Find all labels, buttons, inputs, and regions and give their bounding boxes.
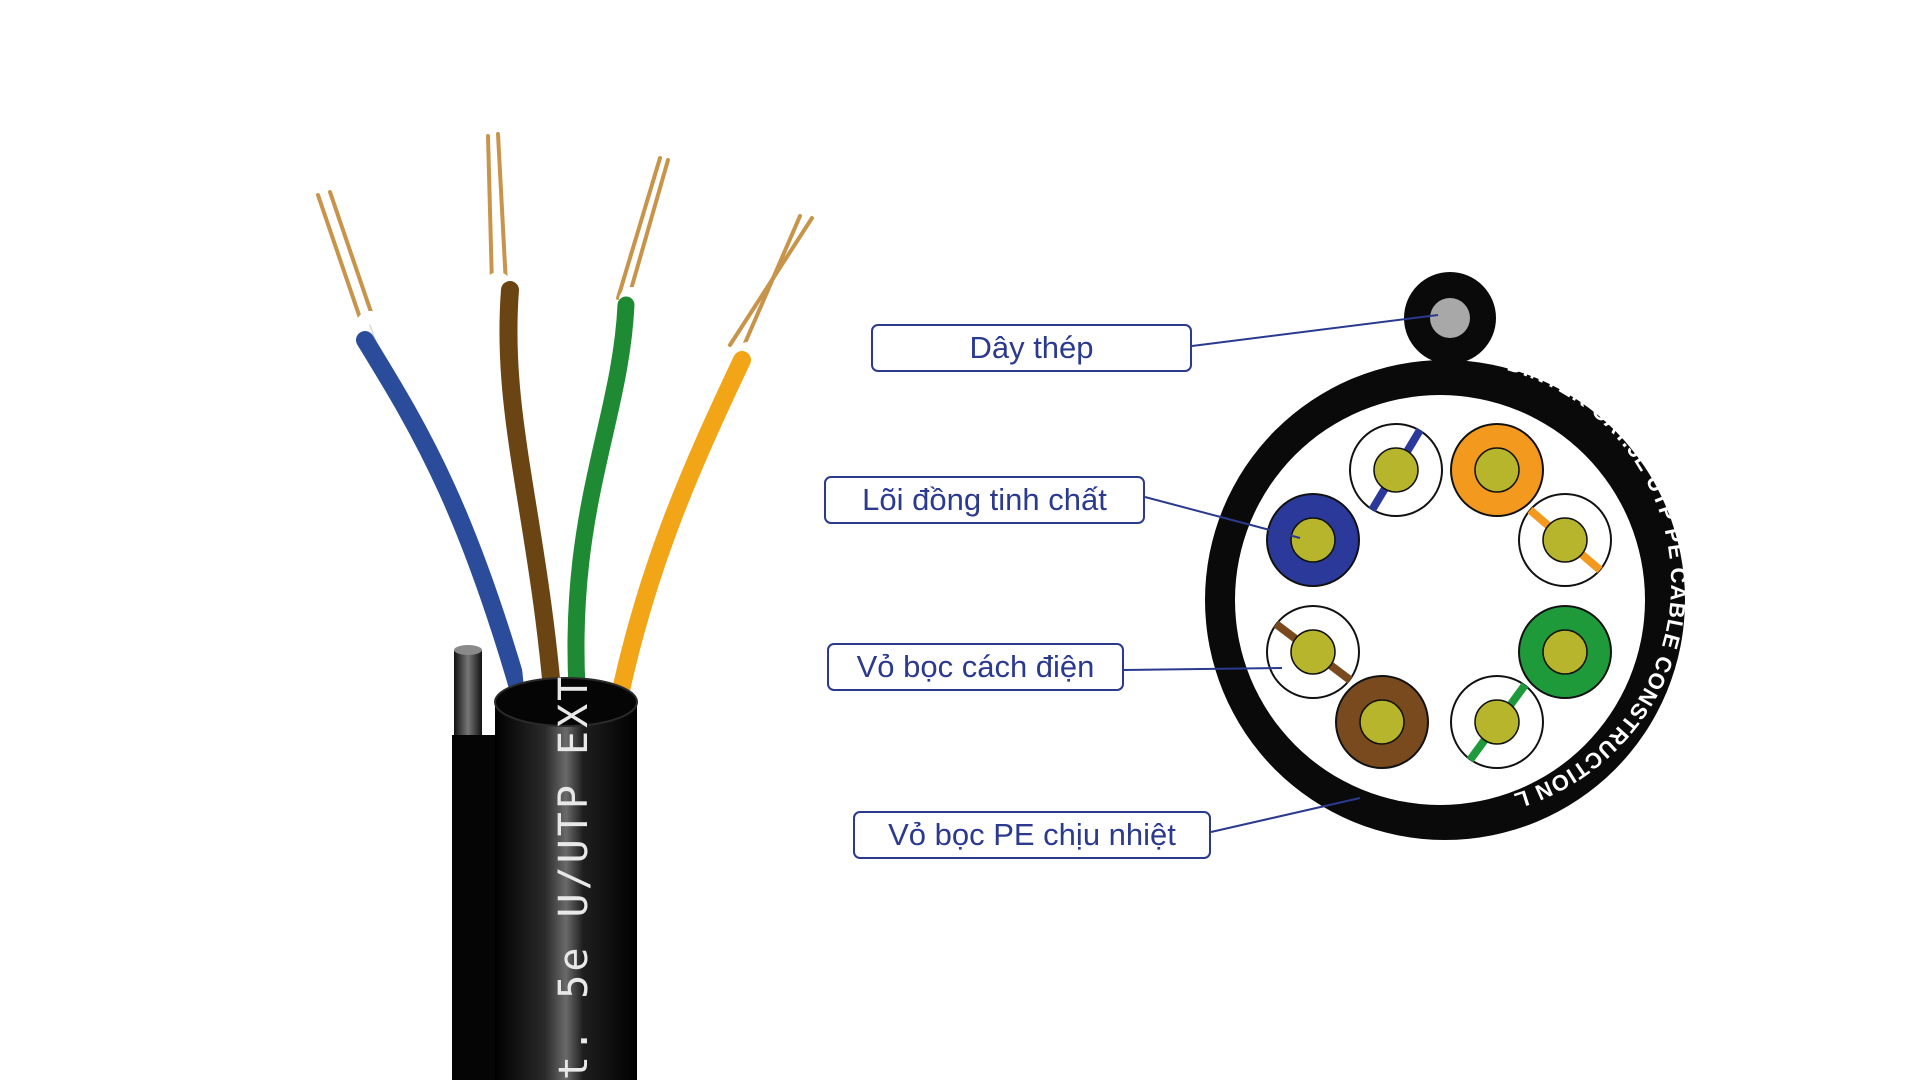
leader-lines	[1123, 314, 1439, 833]
steel-wire-core	[1430, 298, 1470, 338]
conductor-blue	[1266, 493, 1360, 587]
conductor-orange	[1450, 423, 1544, 517]
cable-print: t. 5e U/UTP EXT	[551, 674, 597, 1080]
conductor-white-green	[1450, 675, 1544, 769]
label-pe-jacket: Vỏ bọc PE chịu nhiệt	[853, 811, 1211, 859]
conductor-white-brown	[1266, 605, 1360, 699]
cross-section: DINTEK CAT.5E UTP PE CABLE CONSTRUCTION …	[1205, 272, 1685, 840]
conductor-white-orange	[1518, 493, 1612, 587]
label-insulation: Vỏ bọc cách điện	[827, 643, 1124, 691]
copper-tips	[316, 132, 814, 352]
cable-jacket	[495, 700, 637, 1080]
conductor-brown	[1335, 675, 1429, 769]
conductor-white-blue	[1349, 423, 1443, 517]
label-steel-wire: Dây thép	[871, 324, 1192, 372]
twisted-pairs	[356, 272, 761, 744]
label-copper-core: Lõi đồng tinh chất	[824, 476, 1145, 524]
conductor-green	[1518, 605, 1612, 699]
cable-illustration: t. 5e U/UTP EXT	[316, 132, 814, 1080]
